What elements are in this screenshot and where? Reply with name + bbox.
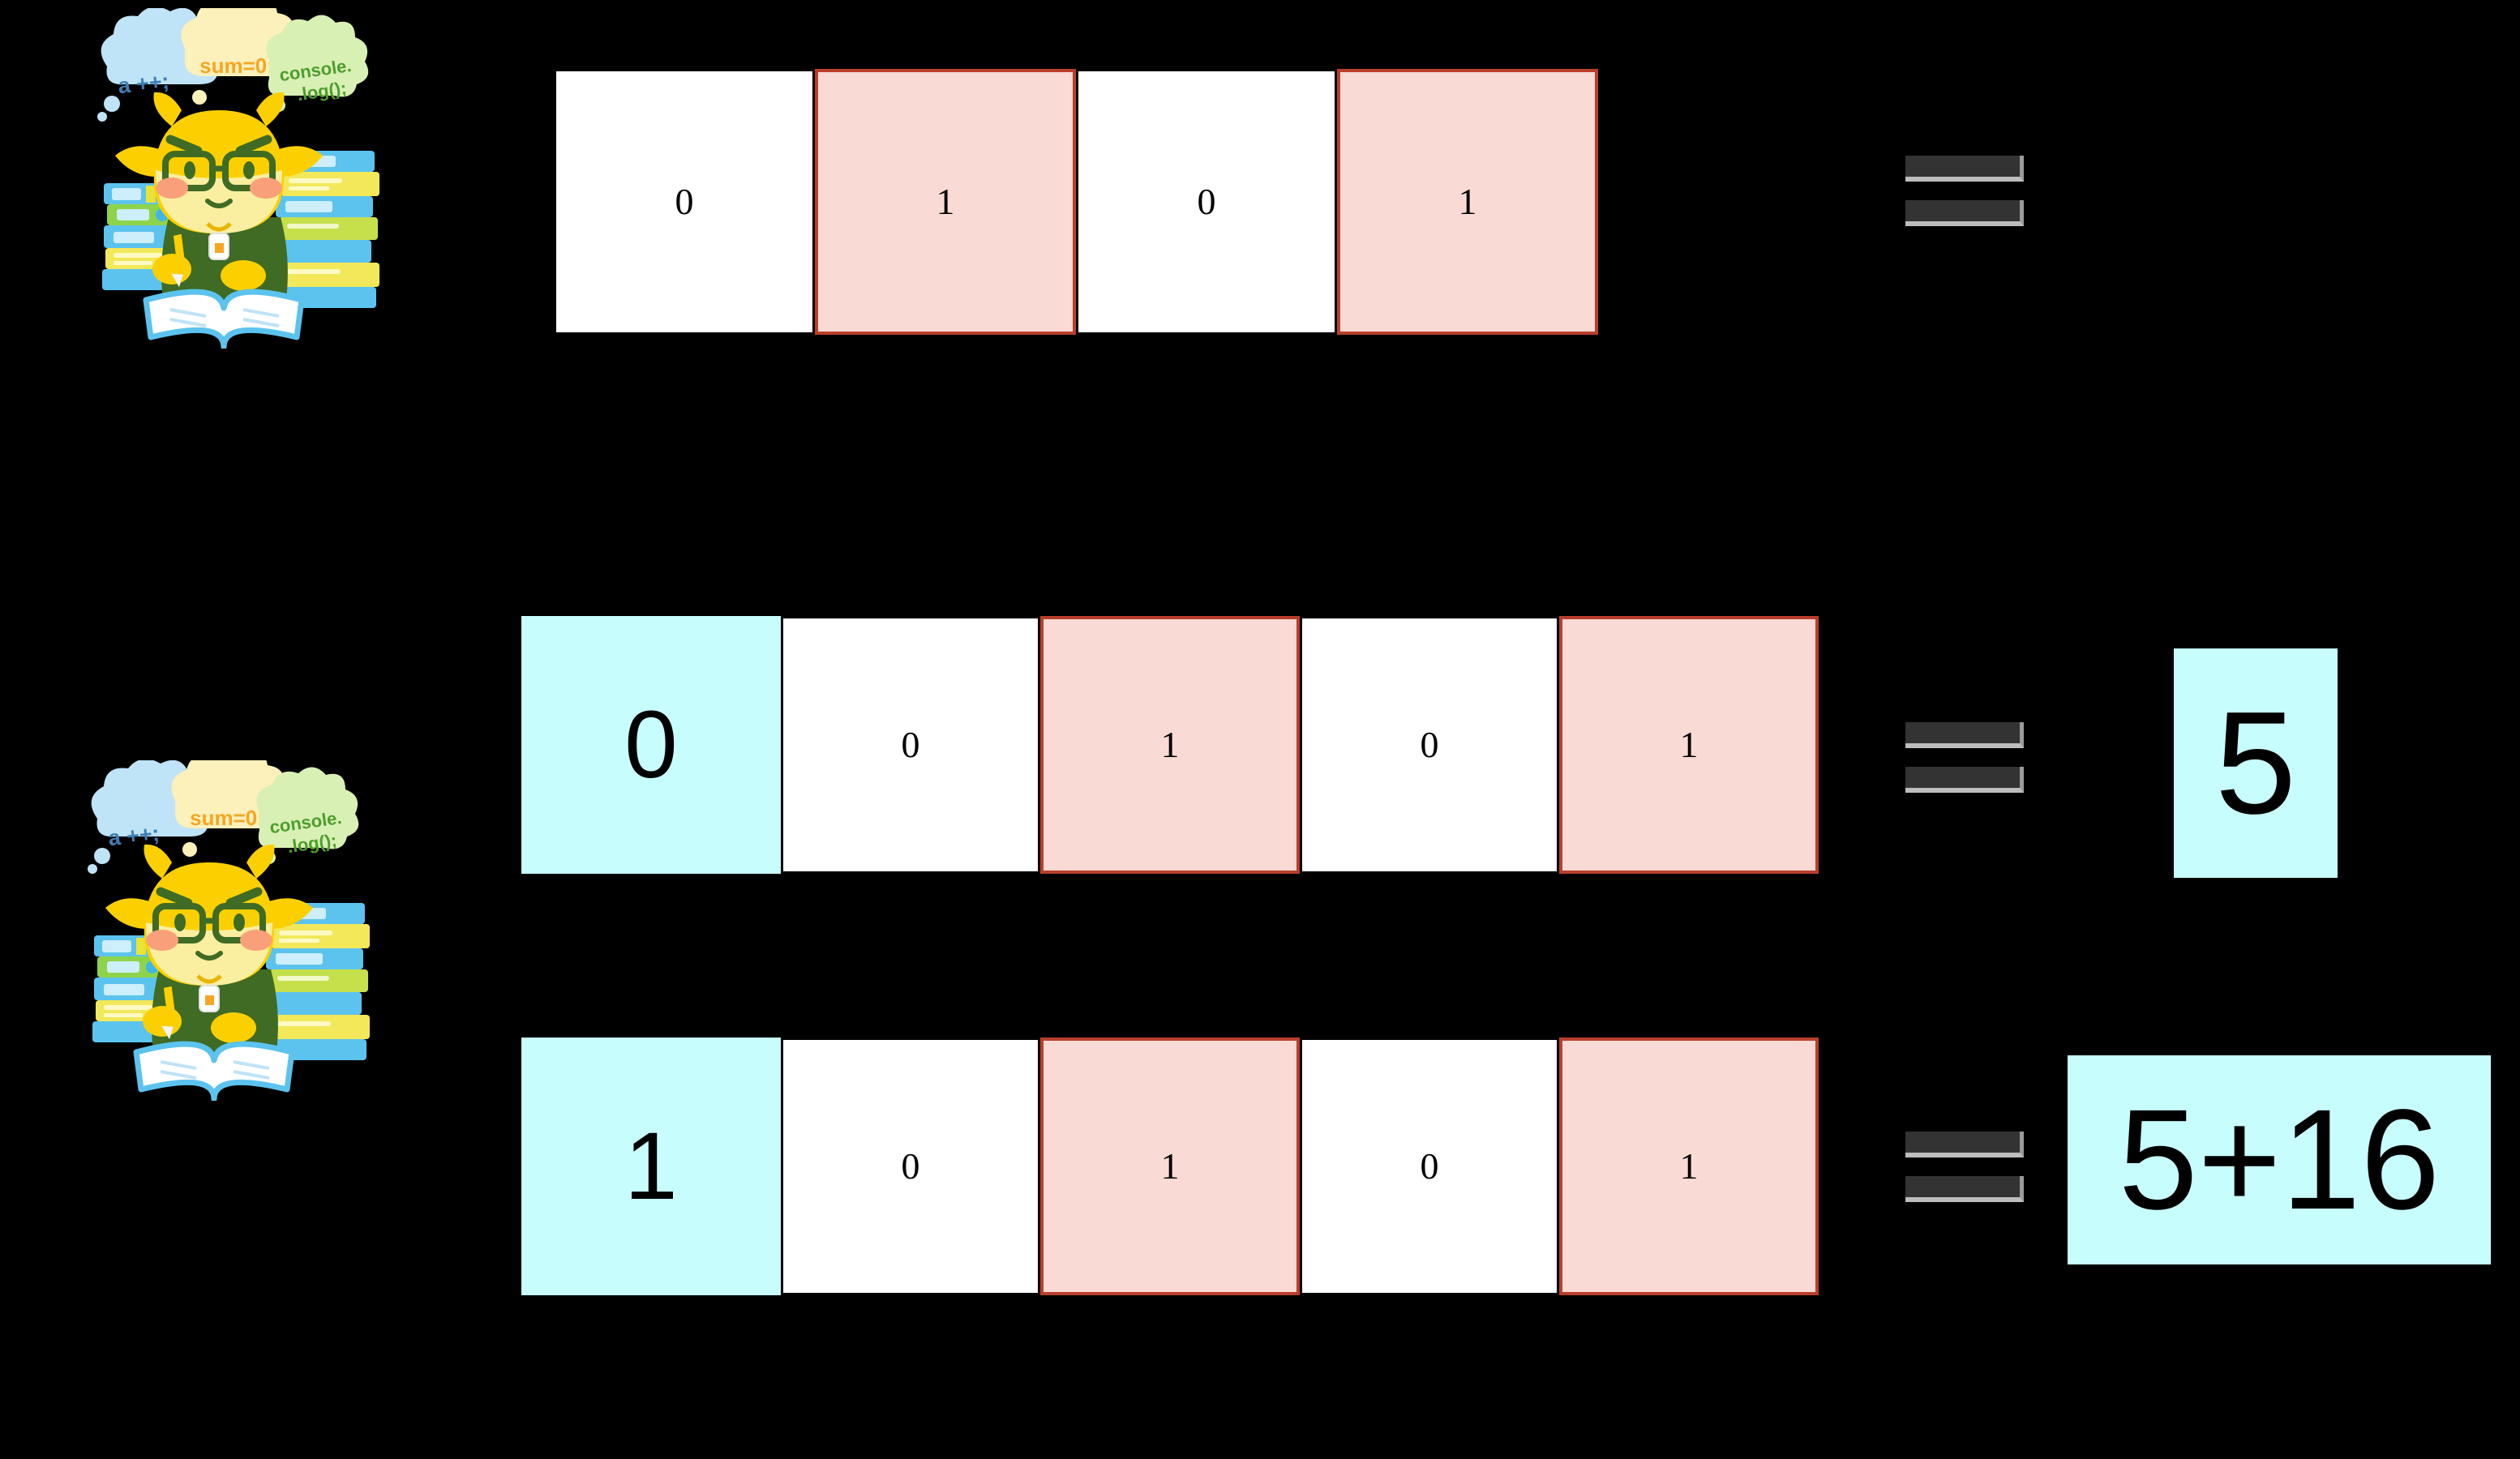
equals-bar-top <box>1905 156 2024 182</box>
bit-cell-zero[interactable]: 0 <box>1300 1038 1559 1295</box>
equals-bar-top <box>1905 1132 2024 1157</box>
bit-row-1: 0 1 0 1 <box>554 69 1598 335</box>
bit-cell-prefix-highlight[interactable]: 1 <box>521 1038 781 1295</box>
equals-sign <box>1905 156 2024 229</box>
result-text: 5 <box>2214 681 2297 845</box>
svg-text:sum=0;: sum=0; <box>199 53 274 78</box>
bit-value: 0 <box>1420 1145 1439 1187</box>
equals-bar-bottom <box>1905 767 2024 793</box>
bit-value: 0 <box>901 724 920 765</box>
coding-cow-mascot: a ++; sum=0; console. .log(); <box>39 760 379 1101</box>
bit-value: 0 <box>624 691 678 798</box>
equals-bar-bottom <box>1905 200 2024 226</box>
thought-bubble-console-log: console. .log(); <box>256 767 359 864</box>
bit-row-3: 1 0 1 0 1 <box>521 1038 1819 1295</box>
bit-cell-one[interactable]: 1 <box>1337 69 1598 335</box>
bit-value: 1 <box>1679 1145 1699 1187</box>
thought-bubble-console-log: console. .log(); <box>266 15 369 112</box>
bit-cell-one[interactable]: 1 <box>1559 1038 1819 1295</box>
result-text: 5+16 <box>2118 1080 2441 1239</box>
bit-value: 0 <box>1197 181 1216 222</box>
bit-cell-zero[interactable]: 0 <box>1076 69 1337 335</box>
equals-bar-top <box>1905 722 2024 748</box>
bit-cell-zero[interactable]: 0 <box>1300 616 1559 874</box>
bit-value: 1 <box>936 181 955 222</box>
bit-row-2: 0 0 1 0 1 <box>521 616 1819 874</box>
bit-cell-zero[interactable]: 0 <box>554 69 815 335</box>
bit-value: 1 <box>1160 724 1180 765</box>
bit-cell-zero[interactable]: 0 <box>781 1038 1040 1295</box>
result-value-row-3: 5+16 <box>2068 1055 2491 1264</box>
bit-cell-one[interactable]: 1 <box>1040 616 1300 874</box>
bit-value: 1 <box>1458 181 1477 222</box>
bit-cell-prefix-highlight[interactable]: 0 <box>521 616 781 874</box>
thought-bubble-sum-zero: sum=0; <box>181 8 298 105</box>
svg-text:sum=0;: sum=0; <box>190 806 264 830</box>
result-value-row-2: 5 <box>2174 648 2338 878</box>
bit-value: 1 <box>624 1113 678 1220</box>
bit-cell-one[interactable]: 1 <box>815 69 1076 335</box>
bit-value: 0 <box>901 1145 920 1187</box>
bit-value: 1 <box>1679 724 1699 765</box>
bit-cell-one[interactable]: 1 <box>1040 1038 1300 1295</box>
bit-cell-one[interactable]: 1 <box>1559 616 1819 874</box>
bit-value: 1 <box>1160 1145 1180 1187</box>
equals-sign <box>1905 1132 2024 1204</box>
thought-bubble-sum-zero: sum=0; <box>171 760 288 857</box>
coding-cow-mascot: a ++; sum=0; console. .log(); <box>49 8 389 349</box>
equals-bar-bottom <box>1905 1176 2024 1202</box>
bit-value: 0 <box>675 181 694 222</box>
equals-sign <box>1905 722 2024 795</box>
bit-cell-zero[interactable]: 0 <box>781 616 1040 874</box>
bit-value: 0 <box>1420 724 1439 765</box>
